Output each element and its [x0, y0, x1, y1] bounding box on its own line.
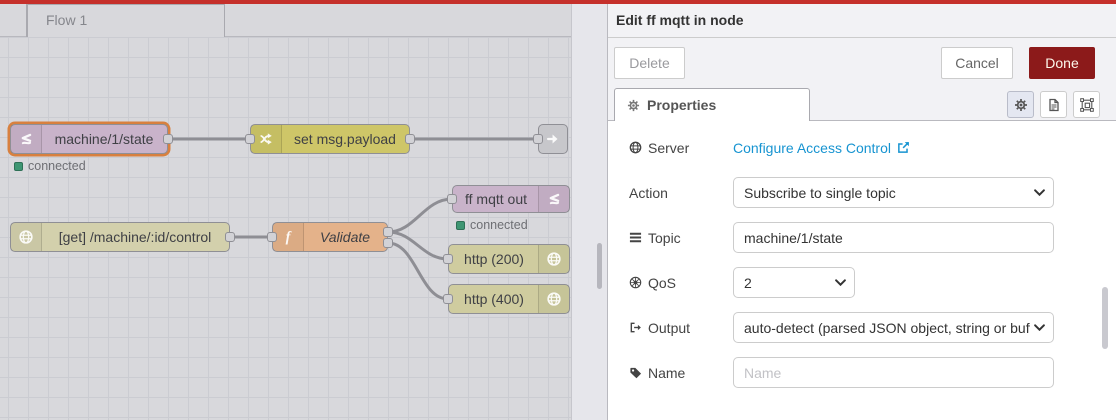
- tray-title: Edit ff mqtt in node: [608, 4, 1116, 38]
- form-row-server: Server Configure Access Control: [629, 132, 1116, 163]
- node-port[interactable]: [405, 134, 415, 144]
- chevron-down-icon: [835, 279, 846, 286]
- cancel-button[interactable]: Cancel: [941, 47, 1013, 79]
- server-label: Server: [629, 140, 733, 156]
- qos-select[interactable]: 2: [733, 267, 855, 298]
- delete-button[interactable]: Delete: [614, 47, 685, 79]
- gear-icon: [1014, 98, 1027, 111]
- top-accent-bar: [0, 0, 1116, 4]
- node-port[interactable]: [267, 232, 277, 242]
- status-text: connected: [470, 218, 528, 232]
- mqtt-icon: [538, 186, 569, 212]
- properties-toolbar-button[interactable]: [1007, 91, 1034, 118]
- workspace-tab-flow1[interactable]: Flow 1: [27, 4, 225, 37]
- mqtt-icon: [11, 125, 42, 153]
- done-button[interactable]: Done: [1029, 47, 1095, 79]
- node-status: connected: [14, 159, 86, 173]
- output-select[interactable]: auto-detect (parsed JSON object, string …: [733, 312, 1054, 343]
- node-port[interactable]: [443, 294, 453, 304]
- flow-node-http-400[interactable]: http (400): [448, 284, 570, 314]
- status-dot: [14, 161, 23, 171]
- wire-layer: [166, 137, 540, 301]
- node-port[interactable]: [383, 227, 393, 237]
- tab-properties[interactable]: Properties: [614, 88, 810, 121]
- name-label: Name: [629, 365, 733, 381]
- svg-text:f: f: [286, 230, 292, 246]
- node-label: set msg.payload: [294, 131, 396, 147]
- edit-node-tray: Edit ff mqtt in node Delete Cancel Done …: [607, 4, 1116, 420]
- workspace-tab-partial[interactable]: [0, 4, 27, 37]
- form-row-output: Output auto-detect (parsed JSON object, …: [629, 312, 1116, 343]
- form-row-action: Action Subscribe to single topic: [629, 177, 1116, 208]
- qos-empire-icon: [629, 276, 642, 289]
- status-text: connected: [28, 159, 86, 173]
- chevron-down-icon: [1034, 324, 1045, 331]
- node-label: http (400): [464, 291, 524, 307]
- function-icon: f: [273, 223, 304, 251]
- node-port[interactable]: [225, 232, 235, 242]
- node-port[interactable]: [245, 134, 255, 144]
- flow-node-change[interactable]: set msg.payload: [250, 124, 410, 154]
- output-label: Output: [629, 320, 733, 336]
- flow-node-function[interactable]: f Validate: [272, 222, 388, 252]
- qos-label: QoS: [629, 275, 733, 291]
- node-label: Validate: [319, 229, 371, 245]
- workspace-tab-bar: Flow 1: [0, 4, 571, 37]
- tasks-icon: [629, 232, 642, 243]
- gear-icon: [627, 99, 640, 111]
- node-port[interactable]: [447, 194, 457, 204]
- flow-node-mqtt-in[interactable]: machine/1/state: [10, 124, 168, 154]
- wire[interactable]: [386, 197, 454, 234]
- node-port[interactable]: [383, 238, 393, 248]
- form-row-qos: QoS 2: [629, 267, 1116, 298]
- status-dot: [456, 220, 465, 230]
- properties-form: Server Configure Access Control Action S…: [608, 121, 1116, 420]
- topic-label: Topic: [629, 230, 733, 246]
- form-row-topic: Topic: [629, 222, 1116, 253]
- description-toolbar-button[interactable]: [1040, 91, 1067, 118]
- node-label: machine/1/state: [54, 131, 154, 147]
- chevron-down-icon: [1034, 189, 1045, 196]
- node-status: connected: [456, 218, 528, 232]
- flow-node-mqtt-out[interactable]: ff mqtt out: [452, 185, 570, 213]
- configure-access-control-link[interactable]: Configure Access Control: [733, 140, 910, 156]
- node-label: http (200): [464, 251, 524, 267]
- action-select[interactable]: Subscribe to single topic: [733, 177, 1054, 208]
- globe-icon: [11, 223, 42, 251]
- node-port[interactable]: [533, 134, 543, 144]
- node-label: [get] /machine/:id/control: [58, 229, 212, 245]
- globe-icon: [538, 245, 569, 273]
- flow-node-http-200[interactable]: http (200): [448, 244, 570, 274]
- doc-icon: [1048, 98, 1059, 111]
- shuffle-icon: [251, 125, 282, 153]
- canvas-scrollbar[interactable]: [571, 4, 607, 420]
- node-port[interactable]: [443, 254, 453, 264]
- sign-out-icon: [630, 322, 641, 333]
- action-label: Action: [629, 184, 668, 201]
- form-row-name: Name: [629, 357, 1116, 388]
- globe-icon: [629, 141, 642, 154]
- flow-canvas[interactable]: machine/1/state connected set msg.payload […: [0, 0, 571, 420]
- flow-node-http-in[interactable]: [get] /machine/:id/control: [10, 222, 230, 252]
- wire[interactable]: [386, 230, 450, 261]
- tab-properties-label: Properties: [647, 97, 717, 113]
- topic-input[interactable]: [733, 222, 1054, 253]
- node-label: ff mqtt out: [465, 191, 527, 207]
- node-port[interactable]: [163, 134, 173, 144]
- canvas-scrollbar-thumb[interactable]: [597, 243, 602, 289]
- tray-toolbar: Delete Cancel Done: [608, 38, 1116, 88]
- name-input[interactable]: [733, 357, 1054, 388]
- external-link-icon: [898, 141, 910, 153]
- appearance-toolbar-button[interactable]: [1073, 91, 1100, 118]
- link-out-icon: [539, 125, 567, 153]
- tag-icon: [630, 367, 642, 379]
- tray-scrollbar-thumb[interactable]: [1102, 287, 1108, 349]
- tray-tab-bar: Properties: [608, 88, 1116, 121]
- appearance-icon: [1079, 97, 1094, 112]
- wire[interactable]: [386, 241, 450, 301]
- globe-icon: [538, 285, 569, 313]
